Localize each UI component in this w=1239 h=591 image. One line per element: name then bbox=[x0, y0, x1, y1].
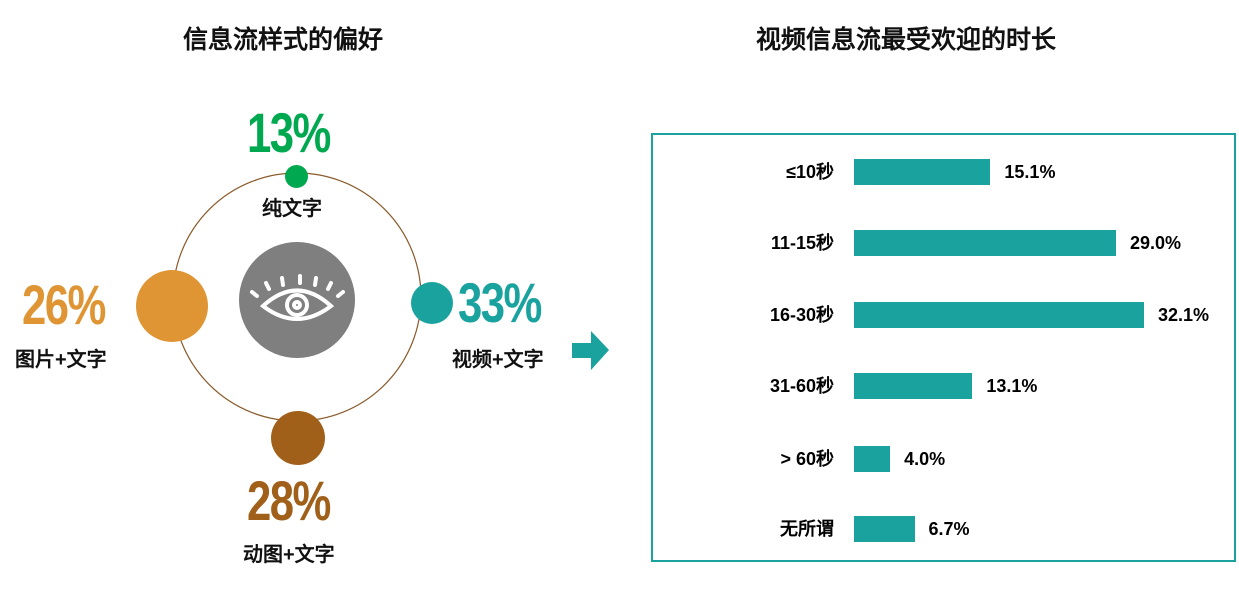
bar-category-label: 16-30秒 bbox=[769, 305, 834, 325]
bar-value-label: 13.1% bbox=[986, 376, 1038, 396]
arrow-right-icon bbox=[572, 331, 609, 370]
bar-value-label: 6.7% bbox=[928, 519, 970, 539]
bar-category-label: > 60秒 bbox=[780, 449, 834, 469]
bar-value-label: 4.0% bbox=[904, 449, 946, 469]
bar-value-label: 15.1% bbox=[1004, 162, 1056, 182]
gif-text-label: 动图+文字 bbox=[243, 544, 335, 566]
right-chart-title: 视频信息流最受欢迎的时长 bbox=[756, 26, 1057, 54]
duration-bar-chart: ≤10秒 15.1% 11-15秒 29.0% 16-30秒 32.1% 31-60秒 13.… bbox=[651, 133, 1236, 562]
video-text-dot bbox=[411, 282, 453, 324]
bar-row: > 60秒 4.0% bbox=[653, 446, 1234, 472]
bar bbox=[854, 159, 991, 185]
image-text-percent: 26% bbox=[22, 273, 106, 336]
bar bbox=[854, 302, 1144, 328]
bar bbox=[854, 373, 973, 399]
bar-row: ≤10秒 15.1% bbox=[653, 159, 1234, 185]
bar-category-label: 31-60秒 bbox=[769, 376, 834, 396]
video-text-label: 视频+文字 bbox=[452, 349, 544, 371]
bar-category-label: 无所谓 bbox=[780, 519, 834, 539]
image-text-dot bbox=[136, 270, 208, 342]
video-text-percent: 33% bbox=[458, 271, 542, 334]
bar-value-label: 32.1% bbox=[1158, 305, 1210, 325]
bar bbox=[854, 446, 891, 472]
left-chart-title: 信息流样式的偏好 bbox=[183, 26, 384, 54]
text-only-percent: 13% bbox=[247, 101, 331, 164]
bar-value-label: 29.0% bbox=[1129, 233, 1182, 253]
image-text-label: 图片+文字 bbox=[15, 349, 107, 371]
gif-text-dot bbox=[271, 411, 325, 465]
bar-row: 16-30秒 32.1% bbox=[653, 302, 1234, 328]
bar-row: 31-60秒 13.1% bbox=[653, 373, 1234, 399]
text-only-dot bbox=[285, 165, 308, 188]
bar-row: 11-15秒 29.0% bbox=[653, 230, 1234, 256]
bar bbox=[854, 230, 1116, 256]
bar-category-label: 11-15秒 bbox=[770, 233, 834, 253]
gif-text-percent: 28% bbox=[247, 469, 331, 532]
eye-icon bbox=[250, 274, 345, 321]
bar-row: 无所谓 6.7% bbox=[653, 516, 1234, 542]
bar-category-label: ≤10秒 bbox=[786, 162, 834, 182]
text-only-label: 纯文字 bbox=[262, 198, 322, 220]
bar bbox=[854, 516, 915, 542]
